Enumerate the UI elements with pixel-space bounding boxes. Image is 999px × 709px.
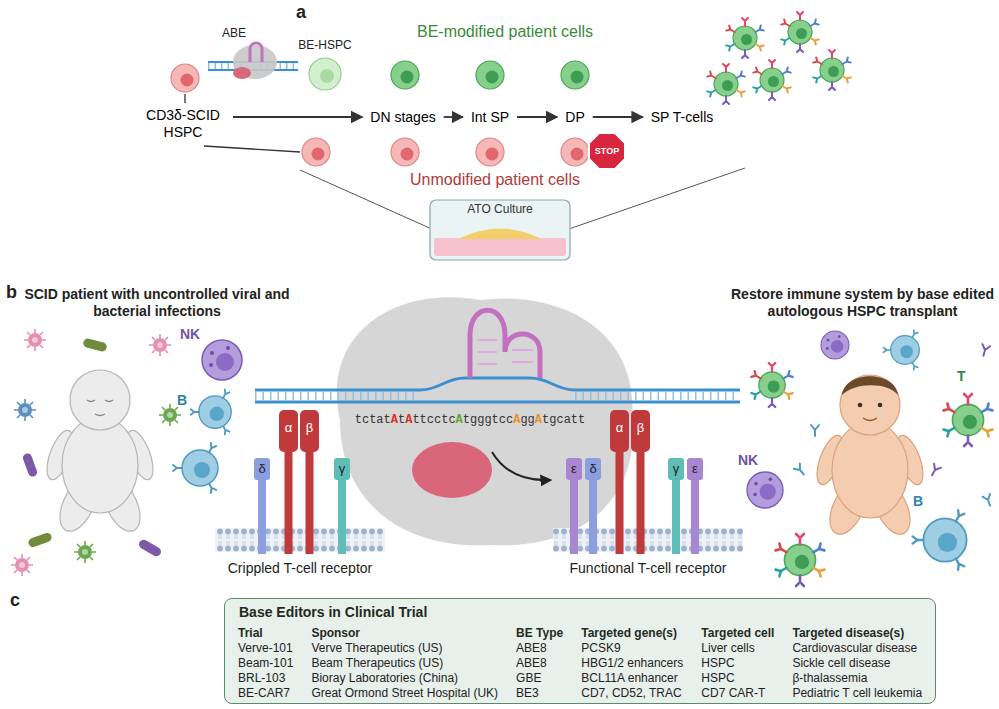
text-label: SCID patient with uncontrolled viral and… bbox=[22, 286, 292, 320]
table-cell: Pediatric T cell leukemia bbox=[792, 686, 922, 700]
node-text: STOP bbox=[595, 146, 619, 157]
node-text: DP bbox=[565, 109, 584, 126]
text-label: δ bbox=[258, 461, 265, 477]
table-cell: Beam-101 bbox=[238, 656, 293, 670]
edited-base: A bbox=[456, 413, 463, 427]
table-cell: BE3 bbox=[516, 686, 539, 700]
text-label: c bbox=[10, 590, 20, 612]
node-text: SP T-cells bbox=[651, 109, 714, 126]
text-label: ε bbox=[571, 461, 577, 477]
table-cell: HSPC bbox=[701, 656, 734, 670]
abe-editor bbox=[208, 43, 298, 79]
text-label: ε bbox=[692, 461, 698, 477]
cell-label: CD3δ-SCID HSPC bbox=[137, 105, 229, 143]
table-cell: Liver cells bbox=[701, 641, 754, 655]
text-label: Restore immune system by base edited aut… bbox=[730, 286, 995, 320]
text-label: δ bbox=[589, 461, 596, 477]
table-cell: Trial bbox=[238, 626, 263, 640]
text-label: NK bbox=[180, 326, 200, 343]
table-cell: BRL-103 bbox=[238, 671, 285, 685]
text-label: Unmodified patient cells bbox=[410, 170, 580, 189]
table-cell: Sponsor bbox=[311, 626, 360, 640]
table-cell: ABE8 bbox=[516, 656, 547, 670]
stage-label: SP T-cells bbox=[647, 107, 718, 128]
table-cell: BCL11A enhancer bbox=[581, 671, 678, 685]
table-cell: β-thalassemia bbox=[792, 671, 867, 685]
stage-label: DP bbox=[561, 107, 588, 128]
edited-base: A bbox=[405, 413, 412, 427]
table-cell: Targeted gene(s) bbox=[581, 626, 677, 640]
table-cell: GBE bbox=[516, 671, 541, 685]
edited-base: A bbox=[391, 413, 398, 427]
text-label: γ bbox=[339, 461, 346, 477]
text-label: BE-HSPC bbox=[298, 38, 351, 52]
flow-arrow bbox=[233, 116, 362, 118]
table-cell: Cardiovascular disease bbox=[792, 641, 917, 655]
text-label: BE-modified patient cells bbox=[417, 22, 593, 41]
node-text: DN stages bbox=[370, 109, 435, 126]
node-text: ATO Culture bbox=[428, 202, 572, 216]
table-cell: CD7, CD52, TRAC bbox=[581, 686, 681, 700]
text-label: α bbox=[285, 420, 293, 436]
table-cell: HBG1/2 enhancers bbox=[581, 656, 683, 670]
table-cell: Verve-101 bbox=[238, 641, 293, 655]
stage-label: DN stages bbox=[366, 107, 439, 128]
table-cell: Great Ormond Street Hospital (UK) bbox=[311, 686, 498, 700]
flow-arrow bbox=[517, 116, 557, 118]
table-cell: HSPC bbox=[701, 671, 734, 685]
table-cell: Verve Therapeutics (US) bbox=[311, 641, 442, 655]
table-cell: Targeted disease(s) bbox=[792, 626, 904, 640]
edited-base: A bbox=[513, 413, 520, 427]
stop-sign: STOP bbox=[588, 132, 626, 170]
edited-base: A bbox=[535, 413, 542, 427]
text-label: Functional T-cell receptor bbox=[570, 560, 727, 577]
table-cell: Bioray Laboratories (China) bbox=[311, 671, 458, 685]
text-label: B bbox=[913, 493, 923, 510]
text-label: β bbox=[637, 420, 644, 436]
table-cell: BE-CAR7 bbox=[238, 686, 290, 700]
flow-arrow bbox=[593, 116, 643, 118]
stage-label: Int SP bbox=[467, 107, 513, 128]
text-label: T bbox=[957, 368, 966, 385]
text-label: a bbox=[296, 2, 306, 24]
dna-sequence: tctatAtAttcctcAtgggtccAggAtgcatt bbox=[355, 413, 586, 427]
table-cell: Beam Therapeutics (US) bbox=[311, 656, 443, 670]
flow-arrow bbox=[444, 116, 463, 118]
text-label: ABE bbox=[222, 26, 246, 40]
text-label: b bbox=[6, 282, 17, 304]
text-label: Crippled T-cell receptor bbox=[228, 560, 372, 577]
text-label: γ bbox=[673, 461, 680, 477]
panel-title: Base Editors in Clinical Trial bbox=[239, 604, 921, 621]
table-cell: Sickle cell disease bbox=[792, 656, 890, 670]
table-cell: BE Type bbox=[516, 626, 563, 640]
receptor-chains bbox=[254, 410, 703, 554]
table-cell: CD7 CAR-T bbox=[701, 686, 765, 700]
text-label: B bbox=[177, 392, 187, 409]
table-cell: ABE8 bbox=[516, 641, 547, 655]
text-label: NK bbox=[738, 452, 758, 469]
table-cell: Targeted cell bbox=[701, 626, 774, 640]
node-text: CD3δ-SCID HSPC bbox=[141, 107, 225, 141]
text-label: β bbox=[306, 420, 313, 436]
node-text: Int SP bbox=[471, 109, 509, 126]
text-label: α bbox=[616, 420, 624, 436]
table-cell: PCSK9 bbox=[581, 641, 620, 655]
culture-dish: ATO Culture bbox=[428, 196, 572, 262]
